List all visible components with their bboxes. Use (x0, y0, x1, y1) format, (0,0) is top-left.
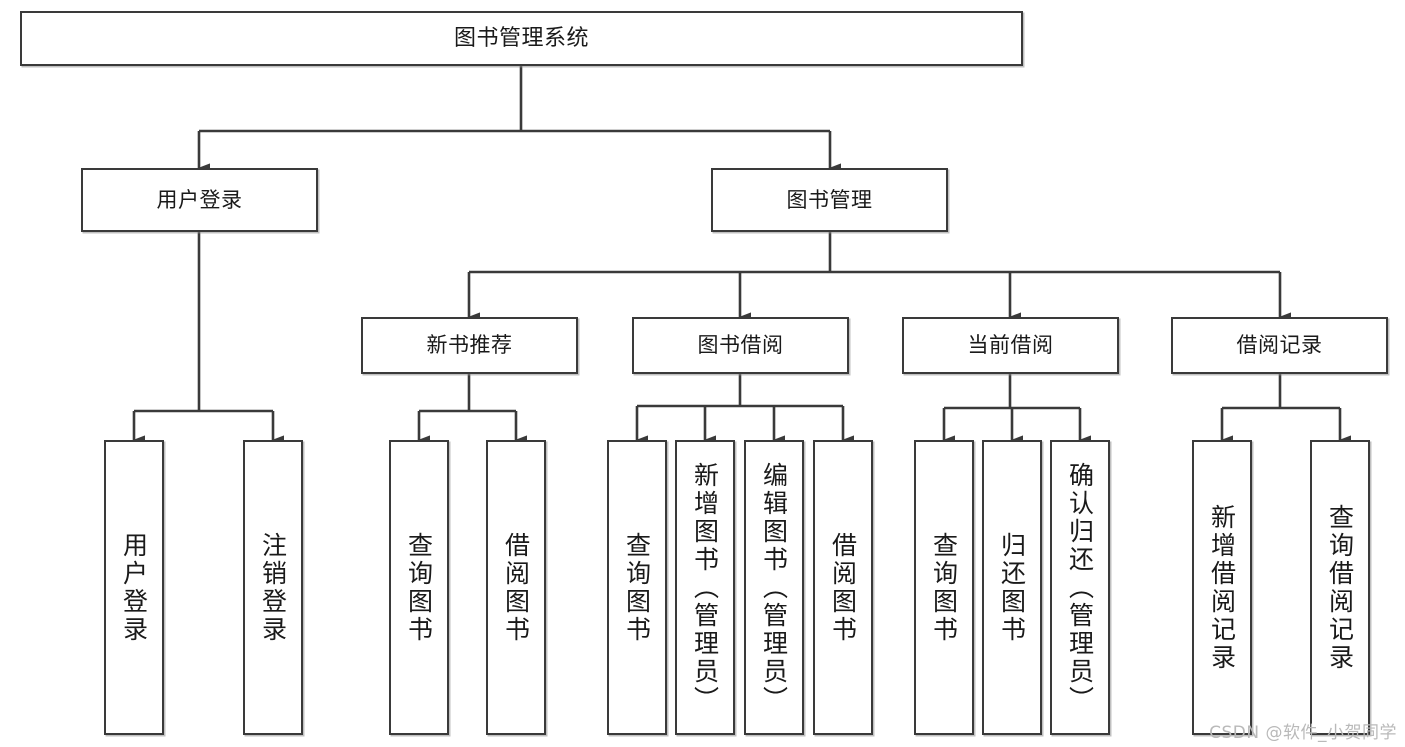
node-label: 图书借阅 (697, 333, 784, 358)
node-label: 新书推荐 (426, 333, 513, 358)
node-leaf-edit-book-admin[interactable]: 编辑图书（管理员） (744, 440, 804, 735)
node-borrowing-records[interactable]: 借阅记录 (1171, 317, 1388, 374)
node-current-borrowing[interactable]: 当前借阅 (902, 317, 1119, 374)
node-label: 查询图书 (622, 531, 652, 644)
node-leaf-user-login[interactable]: 用户登录 (104, 440, 164, 735)
node-label: 查询图书 (929, 531, 959, 644)
node-label: 借阅图书 (501, 531, 531, 644)
node-label: 注销登录 (258, 531, 288, 644)
node-label: 新增图书（管理员） (690, 461, 720, 714)
node-label: 借阅图书 (828, 531, 858, 644)
node-leaf-query-borrow-record[interactable]: 查询借阅记录 (1310, 440, 1370, 735)
csdn-watermark: CSDN @软件_小贺同学 (1209, 723, 1397, 743)
node-leaf-borrow-books[interactable]: 借阅图书 (813, 440, 873, 735)
node-book-borrowing[interactable]: 图书借阅 (632, 317, 849, 374)
node-label: 图书管理 (786, 187, 873, 212)
node-leaf-logout[interactable]: 注销登录 (243, 440, 303, 735)
node-label: 确认归还（管理员） (1065, 461, 1095, 714)
node-leaf-add-borrow-record[interactable]: 新增借阅记录 (1192, 440, 1252, 735)
node-label: 编辑图书（管理员） (759, 461, 789, 714)
node-leaf-query-books-current[interactable]: 查询图书 (914, 440, 974, 735)
node-book-management[interactable]: 图书管理 (711, 168, 948, 232)
node-label: 用户登录 (156, 187, 243, 212)
node-user-login[interactable]: 用户登录 (81, 168, 318, 232)
node-label: 借阅记录 (1236, 333, 1323, 358)
node-leaf-add-book-admin[interactable]: 新增图书（管理员） (675, 440, 735, 735)
node-label: 新增借阅记录 (1207, 503, 1237, 672)
node-label: 查询图书 (404, 531, 434, 644)
node-label: 用户登录 (119, 531, 149, 644)
node-label: 查询借阅记录 (1325, 503, 1355, 672)
node-leaf-query-books-newbook[interactable]: 查询图书 (389, 440, 449, 735)
node-leaf-confirm-return-admin[interactable]: 确认归还（管理员） (1050, 440, 1110, 735)
node-label: 图书管理系统 (453, 25, 589, 51)
node-leaf-borrow-books-newbook[interactable]: 借阅图书 (486, 440, 546, 735)
node-root-book-management-system[interactable]: 图书管理系统 (20, 11, 1023, 66)
node-label: 当前借阅 (967, 333, 1054, 358)
node-new-book-recommendation[interactable]: 新书推荐 (361, 317, 578, 374)
node-leaf-query-books-borrow[interactable]: 查询图书 (607, 440, 667, 735)
node-label: 归还图书 (997, 531, 1027, 644)
node-leaf-return-books[interactable]: 归还图书 (982, 440, 1042, 735)
